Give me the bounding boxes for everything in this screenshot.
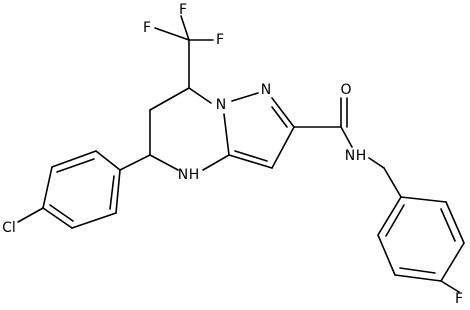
bond: [49, 204, 74, 222]
bond: [271, 97, 295, 128]
bond: [42, 207, 73, 229]
atom-labels: F F F N N O N H N H Cl F: [2, 2, 463, 307]
bond: [223, 113, 230, 156]
bond: [445, 201, 465, 244]
bond: [71, 212, 117, 229]
bond: [188, 87, 212, 104]
bond: [394, 274, 442, 282]
bond: [440, 208, 456, 242]
bond: [119, 154, 151, 171]
atom-label-oxygen: O: [340, 82, 351, 98]
bond: [115, 169, 121, 214]
bond: [340, 126, 353, 148]
bond: [95, 150, 121, 171]
bond: [109, 175, 115, 210]
bond: [399, 267, 436, 274]
bond: [234, 150, 268, 162]
bond: [231, 92, 259, 102]
bond: [228, 154, 273, 169]
atom-label-nitrogen: N: [216, 97, 226, 113]
bond: [202, 154, 230, 171]
bond: [42, 166, 53, 209]
bond: [180, 15, 190, 41]
atom-label-hydrogen: H: [356, 148, 367, 164]
bond: [149, 154, 179, 171]
bond: [377, 234, 396, 276]
bond: [383, 167, 402, 198]
atom-label-fluorine: F: [143, 20, 151, 36]
bond: [271, 126, 295, 169]
atom-label-chlorine: Cl: [2, 220, 16, 236]
bond: [17, 207, 44, 223]
bond: [271, 106, 288, 128]
atom-label-nitrogen: N: [178, 167, 188, 183]
bond: [440, 242, 465, 282]
bond: [368, 157, 385, 169]
atom-label-fluorine: F: [455, 291, 463, 307]
bond: [51, 150, 97, 168]
bond: [385, 204, 405, 237]
bond: [149, 87, 190, 111]
bond: [440, 280, 460, 293]
bond: [400, 196, 447, 203]
atom-label-nitrogen: N: [261, 82, 271, 98]
atom-label-fluorine: F: [216, 32, 224, 48]
atom-label-hydrogen: H: [189, 167, 200, 183]
bond-lines: [17, 15, 465, 293]
atom-label-nitrogen: N: [345, 148, 355, 164]
bond: [377, 196, 402, 236]
bond: [56, 158, 95, 173]
atom-label-fluorine: F: [179, 2, 187, 18]
bond: [154, 27, 190, 41]
